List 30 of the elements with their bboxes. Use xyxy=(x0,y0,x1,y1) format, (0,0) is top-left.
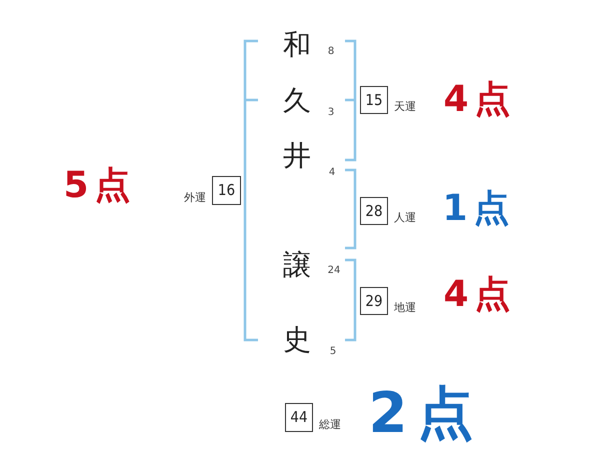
stroke-count: 24 xyxy=(328,266,340,276)
fortune-label: 外運 xyxy=(184,192,206,202)
number-box xyxy=(285,403,313,432)
fortune-label: 人運 xyxy=(394,212,416,223)
number-text: 44 xyxy=(290,410,308,425)
number-text: 29 xyxy=(365,294,383,308)
fortune-label: 天運 xyxy=(394,101,416,112)
name-character: 久 xyxy=(283,87,311,115)
name-character: 史 xyxy=(283,326,311,354)
number-box xyxy=(212,176,241,205)
score-text: 1点 xyxy=(441,191,516,227)
number-text: 15 xyxy=(365,92,383,108)
number-box xyxy=(360,287,388,315)
stroke-count: 8 xyxy=(328,47,334,57)
score-text: 4点 xyxy=(442,82,517,118)
name-character: 井 xyxy=(283,142,311,170)
name-character: 和 xyxy=(283,31,311,59)
score-text: 5点 xyxy=(62,168,137,204)
fortune-label: 総運 xyxy=(319,418,341,430)
stroke-count: 3 xyxy=(328,108,334,118)
name-character: 譲 xyxy=(283,251,311,279)
number-text: 16 xyxy=(218,183,236,198)
number-text: 28 xyxy=(365,204,383,218)
fortune-label: 地運 xyxy=(394,302,416,313)
number-box xyxy=(360,86,388,114)
score-text: 4点 xyxy=(442,277,517,313)
number-box xyxy=(360,197,388,225)
score-text: 2点 xyxy=(368,386,484,442)
stroke-count: 4 xyxy=(328,168,336,178)
stroke-count: 5 xyxy=(330,347,336,357)
